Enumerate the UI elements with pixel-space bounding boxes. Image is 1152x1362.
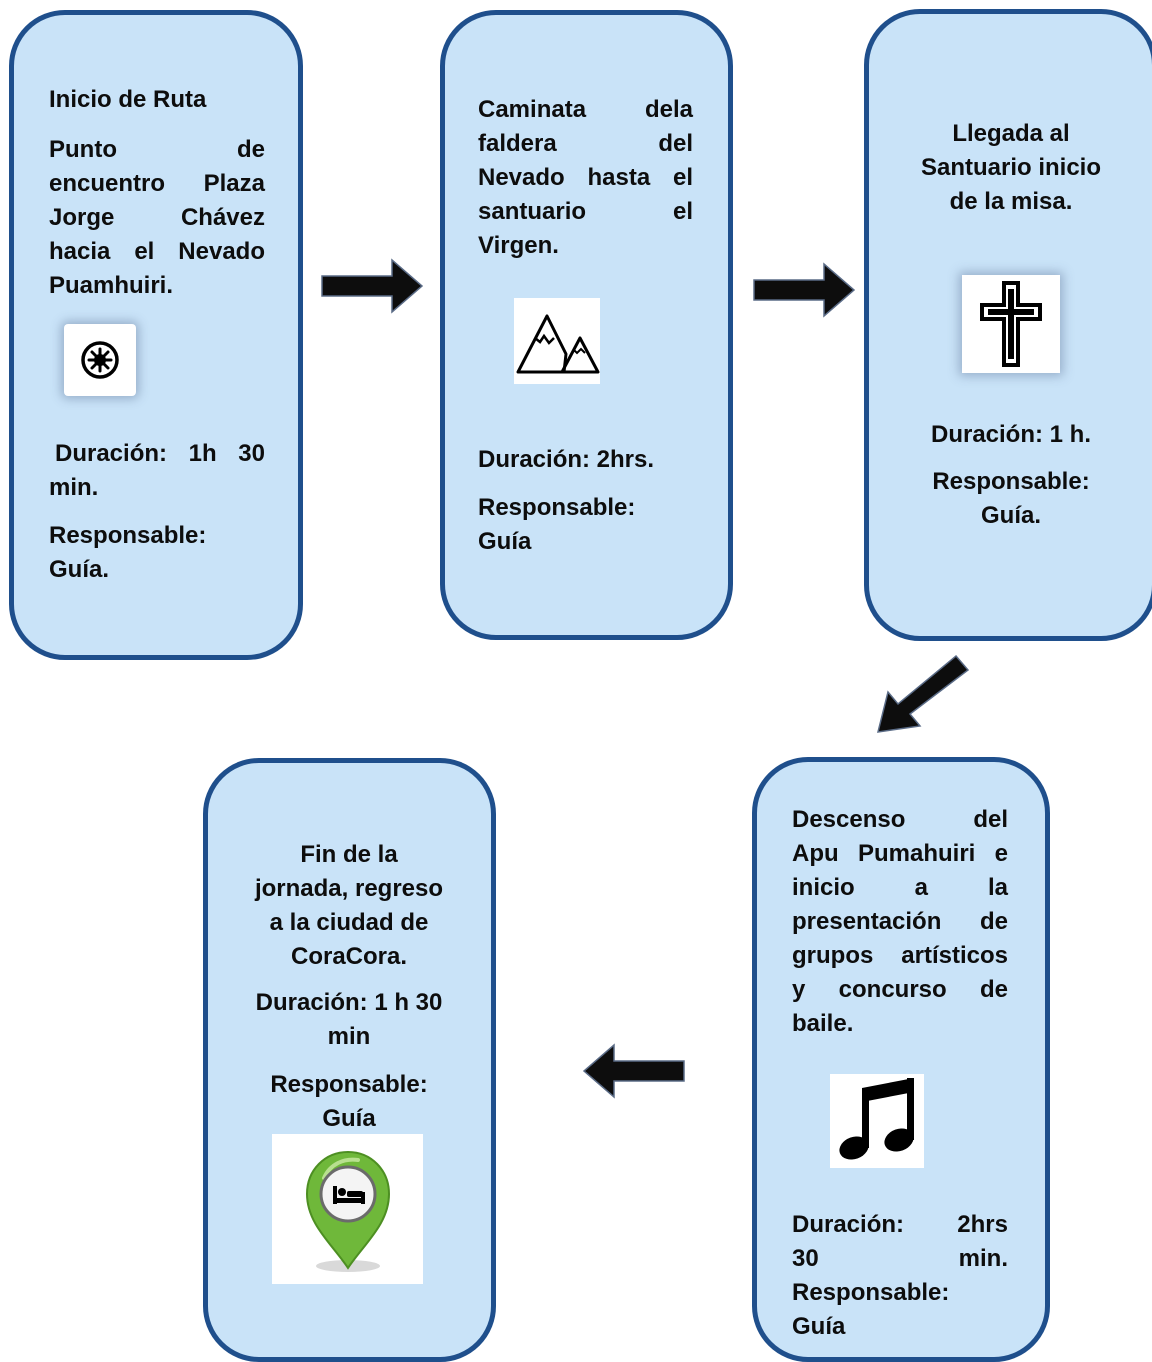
music-note-icon bbox=[830, 1074, 924, 1168]
step-2-line-1: Caminata dela bbox=[478, 96, 693, 123]
step-4-line-1: Descenso del bbox=[792, 806, 1008, 833]
step-2-line-3: Nevado hasta el bbox=[478, 164, 693, 191]
mountain-icon bbox=[514, 298, 600, 384]
step-5-line-4: CoraCora. bbox=[290, 943, 408, 970]
step-2-line-5: Virgen. bbox=[478, 232, 559, 259]
step-4-responsible-label: Responsable: bbox=[792, 1279, 950, 1306]
step-3-responsible-label: Responsable: bbox=[932, 468, 1090, 495]
step-2-line-4: santuario el bbox=[478, 198, 693, 225]
step-4-line-6: y concurso de bbox=[792, 976, 1008, 1003]
step-2-line-2: faldera del bbox=[478, 130, 693, 157]
step-4-line-4: presentación de bbox=[792, 908, 1008, 935]
step-1-line-2: encuentro Plaza bbox=[49, 170, 265, 197]
step-5-line-1: Fin de la bbox=[300, 841, 398, 868]
step-1-line-4: hacia el Nevado bbox=[49, 238, 265, 265]
step-1-responsible-value: Guía. bbox=[49, 556, 110, 583]
step-4-duration-line-1: Duración: 2hrs bbox=[792, 1211, 1008, 1238]
step-1-box bbox=[9, 10, 303, 660]
hotel-location-pin-icon bbox=[272, 1134, 423, 1284]
step-5-line-3: a la ciudad de bbox=[269, 909, 429, 936]
step-5-responsible-value: Guía bbox=[322, 1105, 376, 1132]
step-3-responsible-value: Guía. bbox=[980, 502, 1041, 529]
sun-icon bbox=[64, 324, 136, 396]
step-2-duration: Duración: 2hrs. bbox=[478, 446, 655, 473]
arrow-down-left bbox=[877, 654, 970, 733]
step-5-line-2: jornada, regreso bbox=[254, 875, 444, 902]
step-1-line-3: Jorge Chávez bbox=[49, 204, 265, 231]
step-5-responsible-label: Responsable: bbox=[270, 1071, 428, 1098]
step-4-line-5: grupos artísticos bbox=[792, 942, 1008, 969]
step-2-responsible-label: Responsable: bbox=[478, 494, 636, 521]
step-4-line-3: inicio a la bbox=[792, 874, 1008, 901]
step-1-title: Inicio de Ruta bbox=[49, 86, 207, 113]
step-2-responsible-value: Guía bbox=[478, 528, 532, 555]
step-1-line-1: Punto de bbox=[49, 136, 265, 163]
step-3-line-1: Llegada al bbox=[952, 120, 1070, 147]
step-4-box bbox=[752, 757, 1050, 1362]
step-3-duration: Duración: 1 h. bbox=[930, 421, 1092, 448]
step-1-responsible-label: Responsable: bbox=[49, 522, 207, 549]
step-4-line-7: baile. bbox=[792, 1010, 854, 1037]
step-3-line-2: Santuario inicio bbox=[920, 154, 1102, 181]
arrow-left bbox=[582, 1043, 685, 1099]
arrow-right-1 bbox=[321, 258, 424, 314]
step-1-duration-line-2: min. bbox=[49, 474, 99, 501]
step-5-duration-line-1: Duración: 1 h 30 bbox=[255, 989, 443, 1016]
step-1-line-5: Puamhuiri. bbox=[49, 272, 174, 299]
arrow-right-2 bbox=[753, 262, 856, 318]
step-3-line-3: de la misa. bbox=[949, 188, 1073, 215]
step-5-duration-line-2: min bbox=[327, 1023, 371, 1050]
step-4-line-2: Apu Pumahuiri e bbox=[792, 840, 1008, 867]
cross-icon bbox=[962, 275, 1060, 373]
step-1-duration-line-1: Duración: 1h 30 bbox=[55, 440, 265, 467]
step-4-duration-line-2: 30 min. bbox=[792, 1245, 1008, 1272]
step-4-responsible-value: Guía bbox=[792, 1313, 846, 1340]
